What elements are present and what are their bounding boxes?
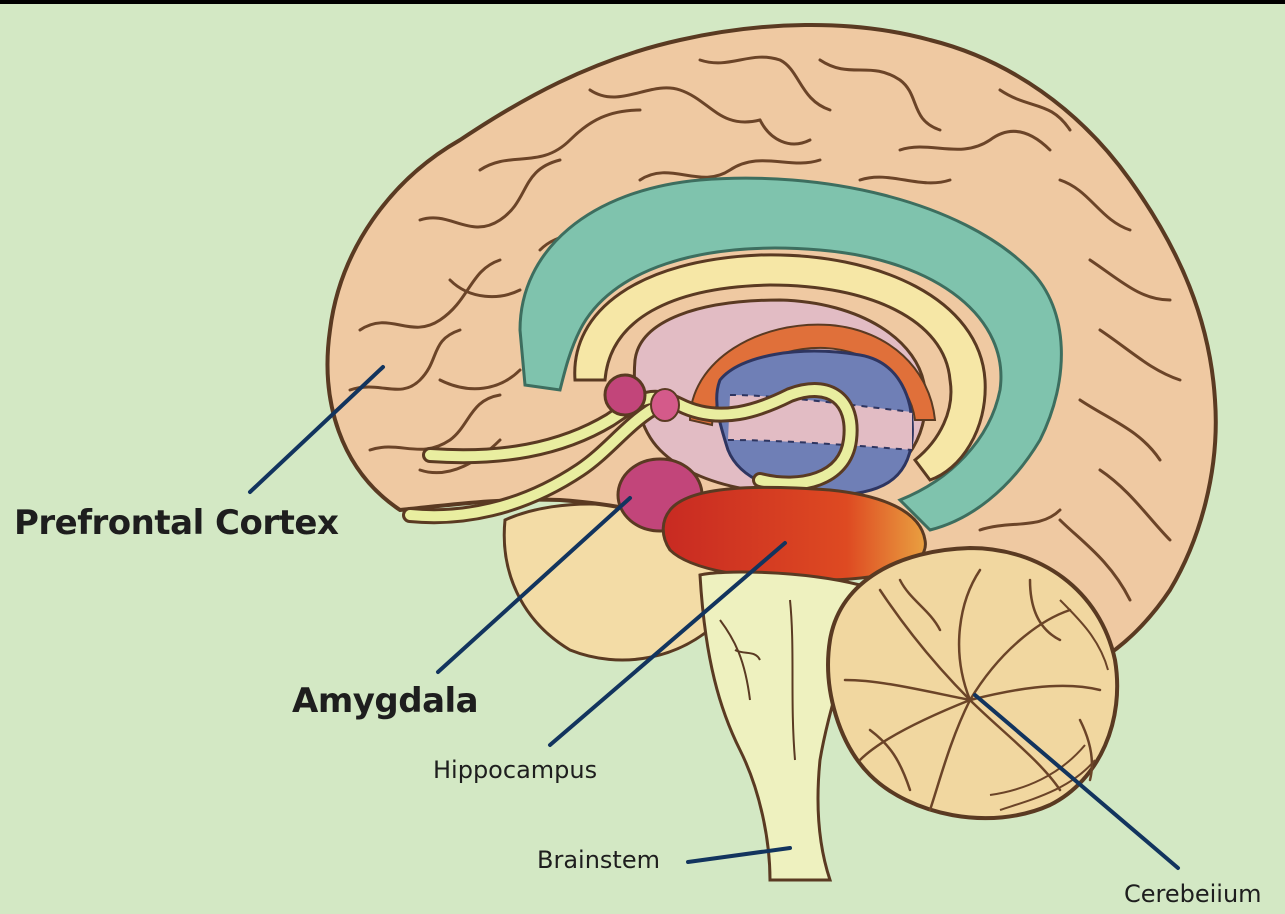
mammillary-body bbox=[651, 389, 679, 421]
septal-nucleus bbox=[605, 375, 645, 415]
label-prefrontal-cortex: Prefrontal Cortex bbox=[14, 506, 338, 540]
label-amygdala: Amygdala bbox=[292, 684, 478, 718]
label-cerebellum: Cerebeiium bbox=[1124, 882, 1262, 906]
label-hippocampus: Hippocampus bbox=[433, 758, 597, 782]
top-border bbox=[0, 0, 1285, 4]
label-brainstem: Brainstem bbox=[537, 848, 660, 872]
